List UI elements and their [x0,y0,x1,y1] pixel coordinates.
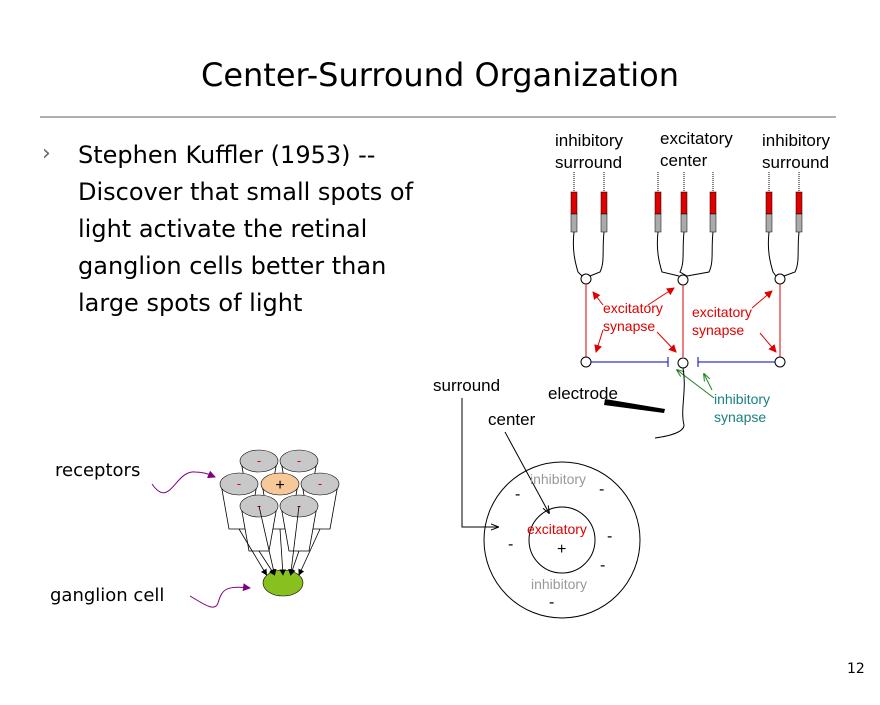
photoreceptor [679,172,688,277]
receptor-arrows [238,505,321,576]
receptor-arrow [288,505,300,576]
bullet-marker: › [42,141,51,166]
photoreceptor [686,172,717,277]
center-pointer [504,431,549,513]
label-electrode: electrode [548,384,618,403]
receptor-arrow [258,550,276,576]
bullet-line: Discover that small spots of [78,178,414,206]
electrode-icon [604,399,665,413]
label-center: center [488,410,536,429]
center-circle [528,506,596,574]
surround-minus-signs: - - - - - - [508,481,612,611]
receptor-sign: - [318,476,322,491]
label-inhibitory-surround-right: surround [762,153,829,172]
horizontal-cell [580,356,592,368]
receptor-arrow [279,528,286,576]
minus-sign: - [607,528,612,545]
receptor-sign: - [297,498,301,513]
bullet-line: light activate the retinal [78,215,367,243]
label-excitatory-center: center [660,151,708,170]
label-inhibitory-synapse: inhibitory [714,391,770,407]
photoreceptor [783,172,803,277]
receptor-arrow [238,528,268,576]
receptor-sign: + [275,477,284,494]
label-receptors: receptors [55,460,140,481]
surround-receptor: - [219,472,259,496]
label-excitatory: excitatory [527,521,587,537]
bipolar-cell [677,274,689,286]
minus-sign: - [549,594,554,611]
center-plus: + [557,541,566,558]
photoreceptors [570,172,803,277]
inhibitory-connection [591,357,669,367]
center-receptor: + [260,472,300,496]
label-excitatory-synapse: excitatory [603,300,663,316]
bullet-line: ganglion cells better than [78,252,386,280]
label-inhibitory-synapse: synapse [714,409,766,425]
inhibitory-synapse-arrows [677,370,715,399]
surround-receptor: - [239,449,279,473]
bipolar-cell [774,273,786,285]
surround-pointer [461,398,498,527]
synapse-arrows [592,287,777,353]
minus-sign: - [508,536,513,553]
receptors: ---+--- [219,449,340,518]
photoreceptor [570,172,583,277]
minus-sign: - [600,557,605,574]
label-surround: surround [433,376,500,395]
surround-ring [483,461,641,619]
receptor-sign: - [237,476,241,491]
photoreceptor [589,172,608,277]
receptor-arrow [298,528,321,576]
receptor-arrow [289,550,300,576]
receptor-sign: - [297,453,301,468]
slide-title: Center-Surround Organization [201,56,679,94]
ganglion-cell-node [677,357,689,369]
minus-sign: - [515,486,520,503]
label-excitatory-synapse: excitatory [692,304,752,320]
bullet-text: Stephen Kuffler (1953) -- Discover that … [78,141,414,317]
receptor-ganglion-diagram: ---+--- receptors ganglion cell [50,449,340,608]
bullet-line: Stephen Kuffler (1953) -- [78,141,375,169]
label-excitatory-synapse: synapse [603,318,655,334]
inhibitory-connection [697,357,775,367]
label-excitatory-center: excitatory [660,129,733,148]
label-inhibitory-bottom: inhibitory [531,576,587,592]
surround-receptor: - [279,449,319,473]
bullet-line: large spots of light [78,289,302,317]
receptors-pointer [151,470,216,494]
photoreceptor [654,172,680,277]
minus-sign: - [599,481,604,498]
receptor-arrow [258,505,277,576]
surround-receptor: - [300,472,340,496]
axon [654,367,685,439]
label-inhibitory-top: inhibitory [530,471,586,487]
page-number: 12 [847,661,865,677]
bipolar-cell [580,273,592,285]
label-inhibitory-surround-right: inhibitory [762,131,831,150]
label-excitatory-synapse: synapse [692,322,744,338]
photoreceptor [765,172,777,277]
receptor-sign: - [257,498,261,513]
label-ganglion-cell: ganglion cell [50,585,164,606]
label-inhibitory-surround-left: surround [555,153,622,172]
receptor-sign: - [257,453,261,468]
horizontal-cell [774,356,786,368]
receptive-field-diagram: surround center inhibitory excitatory + … [433,376,641,619]
retina-circuit-diagram: inhibitory surround excitatory center in… [548,129,831,439]
ganglion-pointer [189,583,251,608]
label-inhibitory-surround-left: inhibitory [555,131,624,150]
